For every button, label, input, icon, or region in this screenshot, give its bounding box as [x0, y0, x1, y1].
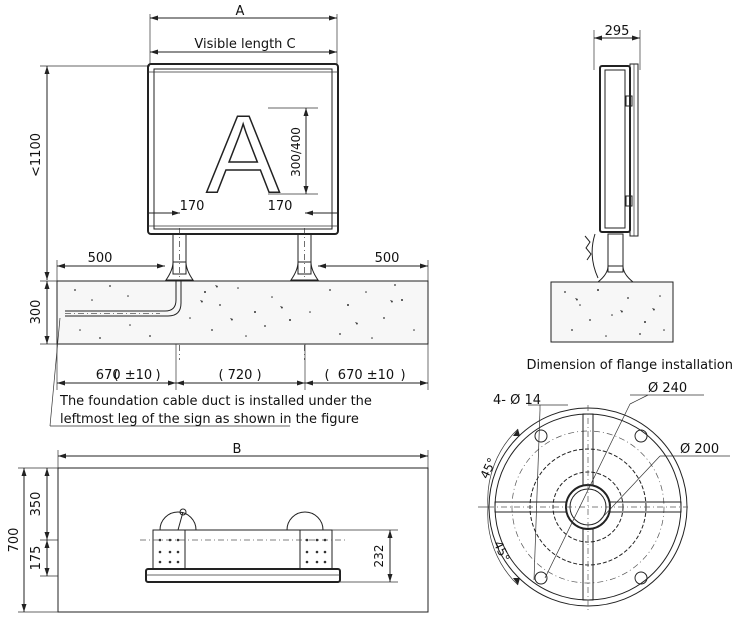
d200-label: Ø 200 [680, 442, 719, 457]
svg-text:): ) [155, 368, 160, 383]
side-foundation [550, 281, 674, 343]
svg-text:(: ( [324, 368, 329, 383]
height-label: <1100 [29, 133, 44, 177]
plan-half-label: 350 [29, 492, 44, 517]
span-left-label: 670 ±10 [96, 368, 152, 383]
span-middle-label: 720 [228, 368, 253, 383]
holes-label: 4- Ø 14 [493, 393, 541, 408]
sign-letter: A [206, 93, 280, 216]
svg-text:(: ( [218, 368, 223, 383]
duct-note-line1: The foundation cable duct is installed u… [59, 394, 372, 409]
side-view: 295 [550, 24, 674, 343]
angle-bottom-label: 45° [491, 539, 513, 564]
svg-text:): ) [400, 368, 405, 383]
margin-left-label: 500 [88, 251, 113, 266]
leg-offset-left: 170 [180, 199, 205, 214]
dim-a-label: A [236, 4, 245, 19]
dim-b-label: B [233, 442, 242, 457]
svg-text:(: ( [113, 368, 118, 383]
side-depth-label: 295 [605, 24, 630, 39]
front-foundation [56, 280, 429, 345]
d240-label: Ø 240 [648, 381, 687, 396]
letter-height-label: 300/400 [289, 127, 303, 177]
visible-length-label: Visible length C [194, 37, 295, 52]
plan-width-label: 700 [7, 528, 22, 553]
front-elevation: A Visible length C <1100 A 300/400 170 1 [29, 4, 429, 427]
span-right-label: 670 ±10 [338, 368, 394, 383]
plan-offset-label: 175 [29, 546, 44, 571]
foundation-depth-label: 300 [29, 300, 44, 325]
flange-detail: Dimension of flange installation 4- Ø 14… [478, 358, 733, 610]
angle-top-label: 45° [478, 456, 500, 481]
plan-foundation [57, 467, 429, 613]
flange-title: Dimension of flange installation [527, 358, 733, 373]
plan-232-label: 232 [372, 545, 386, 568]
plan-view: B 700 350 175 [7, 442, 429, 613]
leg-offset-right: 170 [268, 199, 293, 214]
svg-text:): ) [256, 368, 261, 383]
duct-note-line2: leftmost leg of the sign as shown in the… [60, 412, 359, 427]
margin-right-label: 500 [375, 251, 400, 266]
